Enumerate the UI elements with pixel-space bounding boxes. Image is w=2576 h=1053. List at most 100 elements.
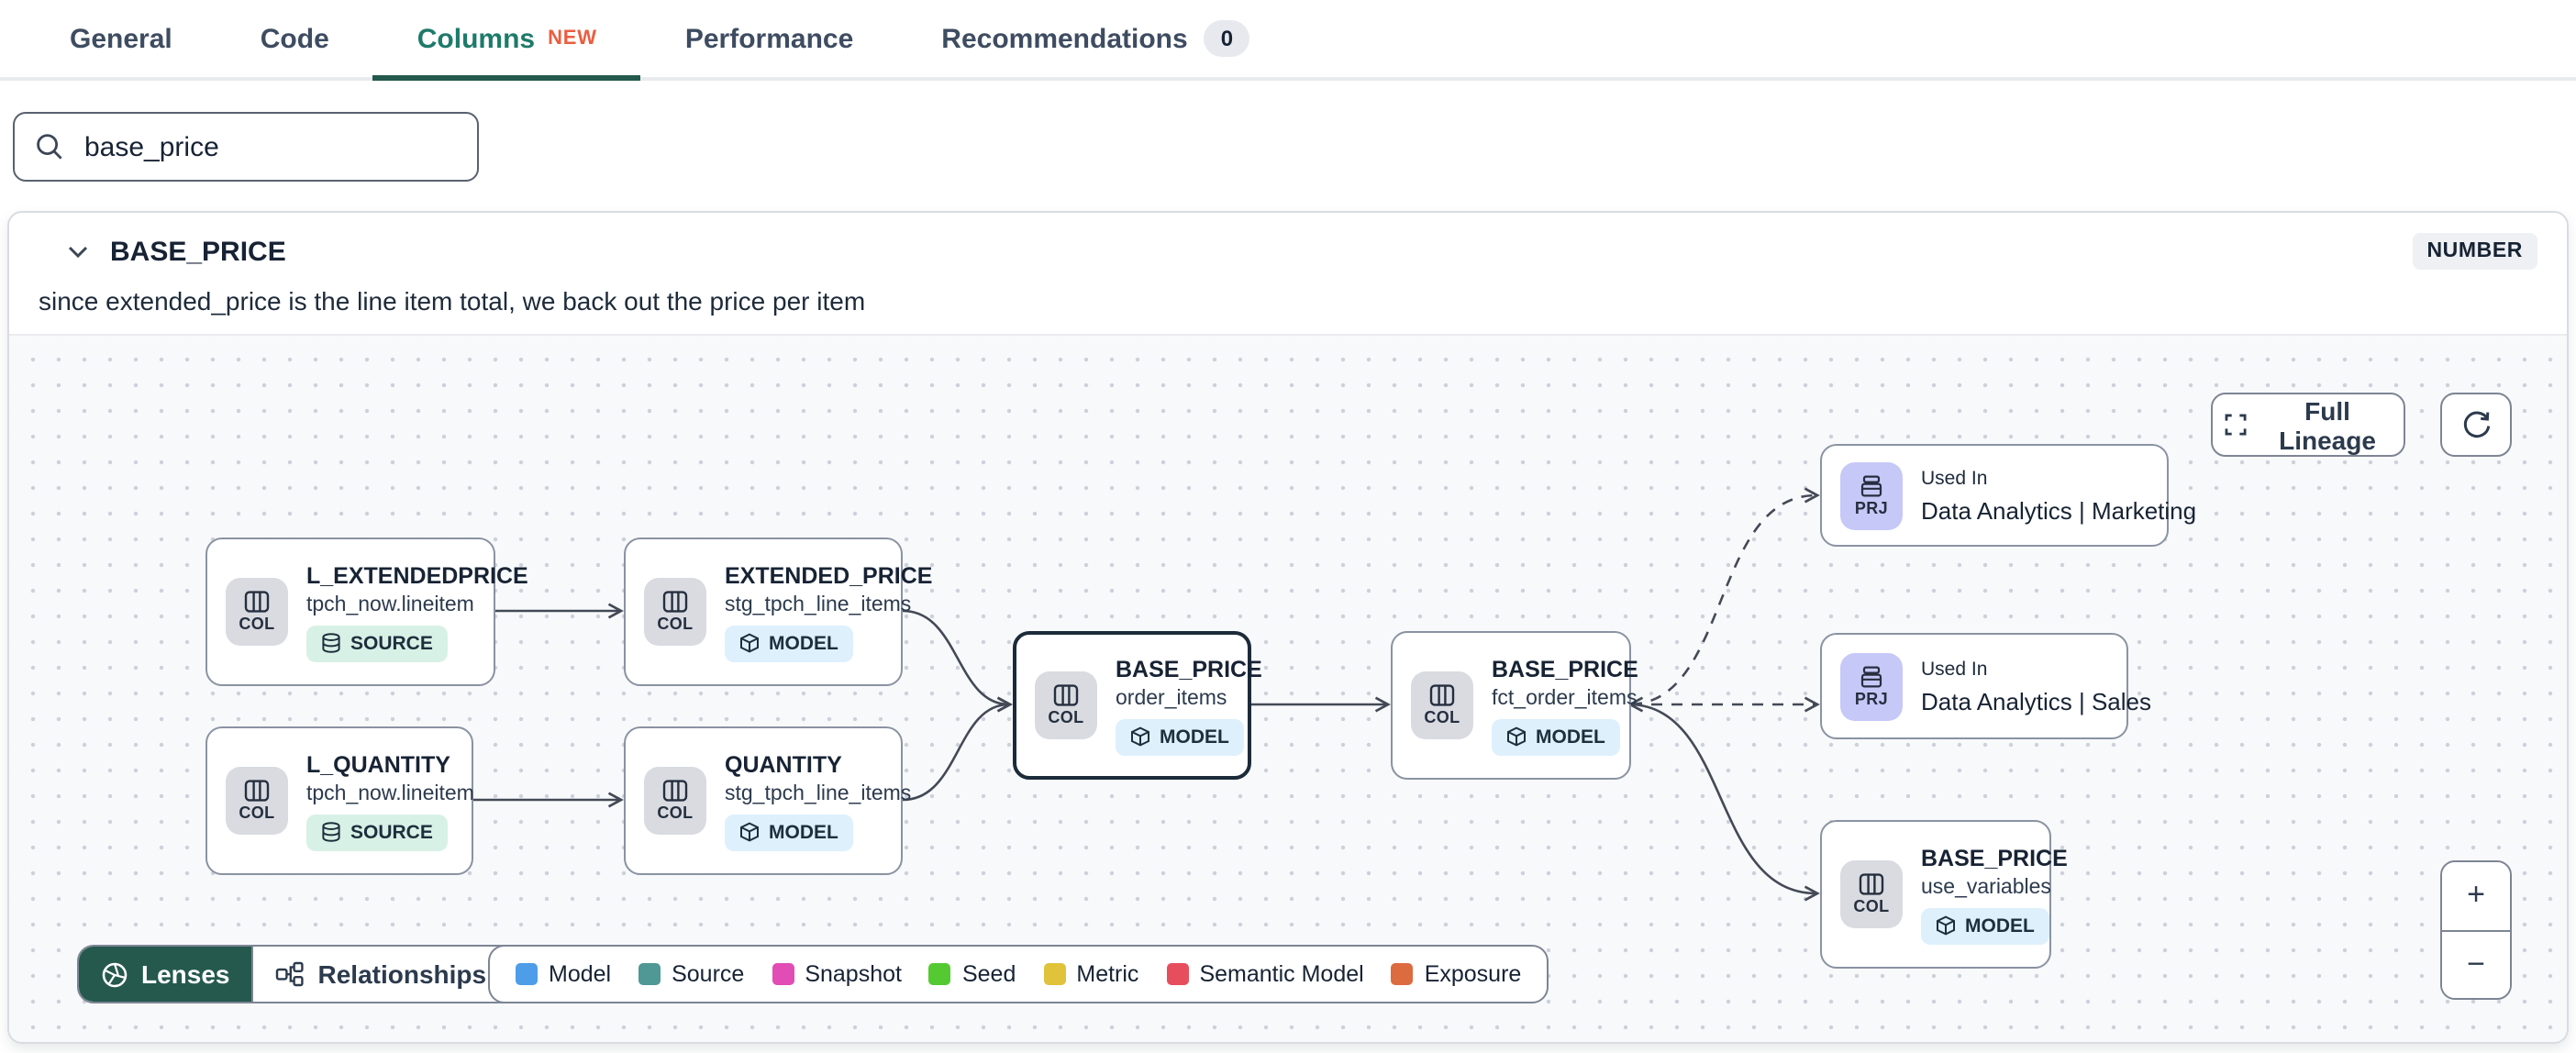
tag-label: MODEL [769, 821, 838, 843]
badge-label: COL [1853, 897, 1890, 915]
node-title: Used In [1921, 467, 1988, 489]
resource-tag: MODEL [725, 814, 853, 850]
legend-label: Source [672, 961, 745, 987]
legend-item: Exposure [1391, 961, 1521, 987]
legend-item: Semantic Model [1166, 961, 1364, 987]
columns-icon [662, 591, 688, 613]
legend-swatch [638, 963, 661, 985]
node-title: BASE_PRICE [1492, 656, 1638, 682]
full-lineage-button[interactable]: Full Lineage [2211, 393, 2405, 457]
lineage-node-base-price-fct-order-items[interactable]: COL BASE_PRICE fct_order_items MODEL [1391, 631, 1638, 780]
columns-icon [1429, 684, 1455, 706]
badge-label: COL [239, 615, 275, 633]
tab-label: Recommendations [941, 23, 1188, 54]
tab-code[interactable]: Code [217, 0, 373, 77]
badge-label: PRJ [1854, 689, 1889, 707]
tab-general[interactable]: General [26, 0, 217, 77]
tab-label: General [70, 23, 172, 54]
expand-icon [2225, 414, 2247, 436]
resource-tag: MODEL [1116, 718, 1244, 755]
cube-icon [1507, 726, 1526, 747]
zoom-in-button[interactable]: + [2442, 862, 2510, 931]
node-subtitle: use_variables [1921, 876, 2051, 898]
collapse-chevron-icon[interactable] [64, 241, 92, 261]
lineage-node-l-quantity[interactable]: COL L_QUANTITY tpch_now.lineitem SOURCE [205, 726, 474, 875]
node-subtitle: order_items [1116, 687, 1227, 709]
legend-label: Semantic Model [1199, 961, 1364, 987]
column-badge: COL [1411, 671, 1473, 739]
node-title: EXTENDED_PRICE [725, 562, 933, 588]
badge-label: COL [657, 804, 694, 822]
legend-item: Metric [1043, 961, 1138, 987]
node-title: BASE_PRICE [1116, 656, 1262, 682]
cube-icon [740, 633, 759, 653]
search-icon [37, 134, 62, 160]
resource-tag: SOURCE [306, 814, 448, 850]
legend-swatch [516, 963, 538, 985]
lineage-node-used-in-marketing[interactable]: PRJ Used In Data Analytics | Marketing [1820, 444, 2196, 547]
node-subtitle: stg_tpch_line_items [725, 593, 912, 615]
columns-icon [244, 780, 270, 802]
lineage-node-base-price-use-variables[interactable]: COL BASE_PRICE use_variables MODEL [1820, 820, 2068, 969]
lineage-canvas[interactable]: COL L_EXTENDEDPRICE tpch_now.lineitem SO… [9, 334, 2567, 1042]
legend-swatch [1043, 963, 1066, 985]
project-badge: PRJ [1840, 652, 1903, 720]
node-subtitle: Data Analytics | Marketing [1921, 496, 2197, 524]
tab-label: Performance [684, 23, 854, 54]
relationships-icon [276, 961, 305, 987]
column-description: since extended_price is the line item to… [39, 286, 866, 316]
search-input[interactable] [81, 129, 457, 164]
lineage-node-l-extendedprice[interactable]: COL L_EXTENDEDPRICE tpch_now.lineitem SO… [205, 538, 528, 686]
refresh-icon [2462, 410, 2490, 438]
badge-label: COL [1424, 708, 1460, 726]
tab-recommendations[interactable]: Recommendations 0 [897, 0, 1294, 77]
column-search [13, 112, 479, 182]
node-subtitle: stg_tpch_line_items [725, 782, 912, 804]
resource-tag: MODEL [725, 625, 853, 661]
lenses-label: Lenses [141, 959, 230, 989]
count-badge: 0 [1204, 20, 1250, 57]
tab-label: Columns [416, 23, 536, 54]
lineage-node-quantity[interactable]: COL QUANTITY stg_tpch_line_items MODEL [624, 726, 911, 875]
legend-item: Snapshot [772, 961, 902, 987]
node-title: Used In [1921, 658, 1988, 680]
zoom-control: + − [2440, 860, 2512, 1000]
lenses-button[interactable]: Lenses [79, 947, 252, 1002]
columns-icon [662, 780, 688, 802]
legend-label: Metric [1076, 961, 1139, 987]
lineage-node-extended-price[interactable]: COL EXTENDED_PRICE stg_tpch_line_items M… [624, 538, 932, 686]
tag-label: MODEL [1965, 914, 2035, 937]
lineage-node-base-price-order-items[interactable]: COL BASE_PRICE order_items MODEL [1013, 631, 1262, 780]
legend-label: Seed [961, 961, 1016, 987]
tag-label: SOURCE [350, 821, 433, 843]
node-subtitle: Data Analytics | Sales [1921, 687, 2151, 715]
relationships-label: Relationships [317, 959, 487, 989]
resource-tag: SOURCE [306, 625, 448, 661]
legend-swatch [772, 963, 794, 985]
lineage-node-used-in-sales[interactable]: PRJ Used In Data Analytics | Sales [1820, 633, 2151, 739]
node-title: QUANTITY [725, 751, 842, 777]
zoom-out-button[interactable]: − [2442, 931, 2510, 998]
cube-icon [1131, 726, 1149, 747]
tab-bar: General Code Columns NEW Performance Rec… [0, 0, 2576, 81]
data-type-badge: NUMBER [2412, 233, 2537, 270]
column-badge: COL [226, 578, 288, 646]
tab-performance[interactable]: Performance [641, 0, 897, 77]
column-name: BASE_PRICE [110, 236, 286, 267]
column-badge: COL [226, 767, 288, 835]
project-badge: PRJ [1840, 461, 1903, 529]
tab-columns[interactable]: Columns NEW [372, 0, 641, 81]
aperture-icon [102, 961, 128, 987]
full-lineage-label: Full Lineage [2279, 395, 2376, 454]
tag-label: SOURCE [350, 632, 433, 654]
legend-item: Source [638, 961, 744, 987]
tag-label: MODEL [1536, 726, 1605, 748]
legend-label: Snapshot [805, 961, 902, 987]
column-badge: COL [1840, 860, 1903, 928]
refresh-button[interactable] [2440, 393, 2512, 457]
node-subtitle: tpch_now.lineitem [306, 782, 474, 804]
resource-tag: MODEL [1492, 718, 1620, 755]
badge-label: COL [1048, 708, 1084, 726]
node-subtitle: tpch_now.lineitem [306, 593, 474, 615]
